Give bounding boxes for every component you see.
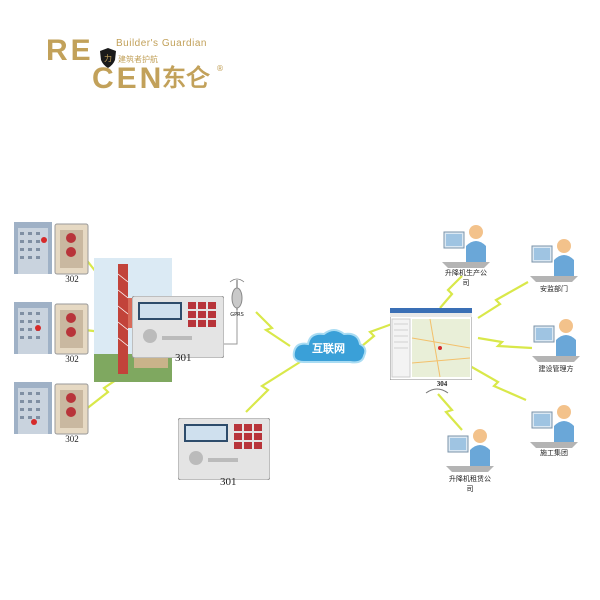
cloud-icon	[290, 326, 368, 370]
internet-label: 互联网	[312, 342, 345, 355]
logo-text-cen: CEN	[92, 62, 165, 95]
controller-bottom	[177, 417, 271, 481]
computer-user-icon	[530, 239, 578, 282]
server-screenshot	[389, 307, 473, 381]
logo-text-re: RE	[46, 34, 94, 67]
lightning-link-server-node5	[437, 393, 463, 431]
lightning-link-controller2-cloud	[245, 361, 301, 413]
node-manufacturer: 升降机生产公司	[440, 222, 492, 292]
node-supervision: 安监部门	[528, 236, 580, 298]
lightning-link-server-node2	[477, 281, 529, 319]
controller-top	[131, 295, 225, 359]
left-unit-2: 302	[14, 302, 89, 364]
unit-3-label: 302	[65, 434, 79, 444]
building-photo	[14, 382, 89, 435]
unit-1-label: 302	[65, 274, 79, 284]
lightning-link-server-node3	[477, 336, 533, 350]
node-construction-mgmt-label: 建设管理方	[538, 365, 574, 373]
lightning-link-server-node4	[469, 365, 527, 402]
shield-icon: 力	[100, 48, 116, 68]
svg-text:力: 力	[104, 53, 112, 63]
logo-tagline-en: Builder's Guardian	[116, 38, 207, 49]
lightning-link-server-node1	[439, 275, 463, 309]
node-construction-mgmt: 建设管理方	[530, 316, 582, 378]
computer-user-icon	[442, 225, 490, 268]
controller-bottom-label: 301	[220, 476, 237, 488]
computer-user-icon	[446, 429, 494, 472]
building-photo	[14, 222, 89, 275]
logo-chinese-name: 东仑	[162, 65, 210, 92]
node-construction-group-label: 施工集团	[540, 449, 568, 457]
antenna-label: GPRS	[230, 312, 244, 318]
antenna-icon	[228, 276, 246, 312]
node-construction-group: 施工集团	[528, 402, 580, 464]
lightning-link-antenna-cloud	[255, 311, 291, 347]
lightning-link-cloud-server	[361, 322, 393, 347]
node-rental-label: 升降机租赁公司	[449, 475, 491, 493]
left-unit-3: 302	[14, 382, 89, 444]
server-base	[424, 380, 450, 394]
node-manufacturer-label: 升降机生产公司	[445, 269, 487, 287]
unit-2-label: 302	[65, 354, 79, 364]
computer-user-icon	[530, 405, 578, 448]
registered-mark: ®	[216, 64, 224, 73]
left-unit-1: 302	[14, 222, 89, 284]
logo: RE Builder's Guardian 力 建筑者护航 CEN 东仑 ®	[38, 34, 238, 94]
logo-tagline-cn: 建筑者护航	[118, 55, 158, 64]
server-label: 304	[436, 380, 448, 388]
node-rental: 升降机租赁公司	[444, 426, 496, 498]
controller-top-label: 301	[175, 352, 192, 364]
building-photo	[14, 302, 89, 355]
computer-user-icon	[532, 319, 580, 362]
node-supervision-label: 安监部门	[540, 285, 568, 293]
